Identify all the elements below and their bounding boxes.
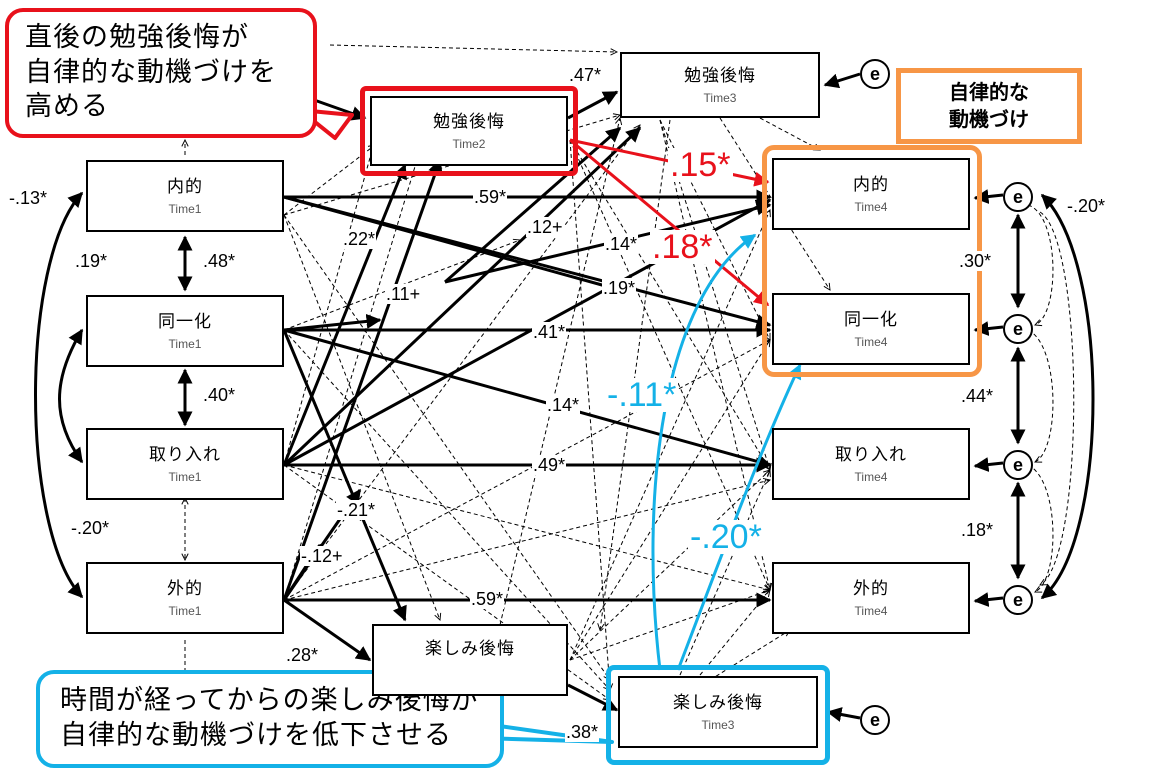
node-label: 取り入れ [149, 444, 221, 465]
coef-identified-to-fun-regret: -.21* [336, 500, 377, 520]
node-intrinsic-time4: 内的 Time4 [772, 158, 970, 230]
node-time: Time1 [168, 201, 202, 216]
node-time: Time4 [854, 603, 888, 618]
coef-external-to-fun-regret-t2: .28* [285, 645, 320, 665]
node-label: 内的 [853, 174, 889, 195]
callout-top-line1: 直後の勉強後悔が [25, 22, 249, 54]
coef-fun-regret-t2-to-t3: .38* [565, 722, 600, 742]
node-label: 内的 [167, 176, 203, 197]
coef-intrinsic-t1-to-identified-t4: .19* [602, 278, 637, 298]
coef-resid-corr-intrinsic-external-t4: -.20* [1066, 196, 1107, 216]
node-time: Time3 [701, 717, 735, 732]
node-study-regret-time3: 勉強後悔 Time3 [620, 52, 820, 118]
coef-identified-t1-to-t4: .41* [532, 322, 567, 342]
node-introjected-time4: 取り入れ Time4 [772, 428, 970, 500]
coef-study-regret-to-intrinsic-t4: .15* [668, 146, 733, 184]
node-intrinsic-time1: 内的 Time1 [86, 160, 284, 232]
coef-identified-t1-to-introjected-t4: .14* [546, 395, 581, 415]
node-identified-time1: 同一化 Time1 [86, 295, 284, 367]
node-label: 外的 [853, 578, 889, 599]
coef-introjected-to-study-regret-t2: .22* [342, 229, 377, 249]
coef-resid-corr-introjected-external-t4: .18* [960, 520, 995, 540]
coef-corr-identified-external-t1: -.20* [70, 518, 111, 538]
coef-resid-corr-intrinsic-identified-t4: .30* [958, 251, 993, 271]
callout-bottom-line2: 自律的な動機づけを低下させる [60, 720, 452, 751]
error-term-study-regret-time3: e [860, 59, 890, 89]
highlight-fun-regret-time3 [606, 665, 830, 765]
node-time: Time1 [168, 469, 202, 484]
coef-fun-regret-to-identified-t4: -.20* [688, 518, 764, 556]
error-term-fun-regret-time3: e [860, 705, 890, 735]
node-fun-regret-time2: 楽しみ後悔 [372, 624, 568, 696]
coef-fun-regret-to-intrinsic-t4: -.11* [605, 376, 679, 414]
legend-autonomous-motivation: 自律的な 動機づけ [896, 68, 1082, 144]
node-fun-regret-time3: 楽しみ後悔 Time3 [618, 676, 818, 748]
node-study-regret-time2: 勉強後悔 Time2 [370, 96, 568, 166]
legend-line1: 自律的な [949, 80, 1029, 104]
node-external-time4: 外的 Time4 [772, 562, 970, 634]
highlight-study-regret-time2 [360, 86, 578, 176]
coef-intrinsic-t1-to-t4: .59* [473, 187, 508, 207]
coef-introjected-to-study-regret-t3: .12+ [526, 217, 564, 237]
error-term-identified-time4: e [1003, 314, 1033, 344]
node-label: 取り入れ [835, 444, 907, 465]
coef-identified-to-study-regret: .11+ [385, 284, 422, 304]
node-label: 同一化 [158, 311, 212, 332]
coef-introjected-to-intrinsic-t4: .14* [604, 234, 639, 254]
coef-external-t1-to-t4: .59* [470, 589, 505, 609]
error-term-external-time4: e [1003, 585, 1033, 615]
node-introjected-time1: 取り入れ Time1 [86, 428, 284, 500]
node-time: Time3 [703, 90, 737, 105]
callout-top: 直後の勉強後悔が 自律的な動機づけを 高める [5, 8, 317, 138]
coef-study-regret-to-identified-t4: .18* [650, 228, 715, 266]
callout-top-line2: 自律的な動機づけを [25, 56, 277, 88]
legend-line2: 動機づけ [949, 107, 1029, 131]
error-term-introjected-time4: e [1003, 450, 1033, 480]
coef-study-regret-t2-to-t3: .47* [568, 65, 603, 85]
coef-corr-intrinsic-introjected-t1: .19* [74, 251, 109, 271]
coef-corr-intrinsic-external-t1: -.13* [8, 188, 49, 208]
node-time: Time4 [854, 199, 888, 214]
node-time: Time4 [854, 334, 888, 349]
node-time: Time1 [168, 336, 202, 351]
node-label: 同一化 [844, 309, 898, 330]
node-label: 勉強後悔 [433, 111, 505, 132]
node-identified-time4: 同一化 Time4 [772, 293, 970, 365]
error-term-intrinsic-time4: e [1003, 182, 1033, 212]
coef-introjected-t1-to-t4: .49* [532, 455, 567, 475]
node-label: 楽しみ後悔 [673, 692, 763, 713]
node-external-time1: 外的 Time1 [86, 562, 284, 634]
node-time: Time1 [168, 603, 202, 618]
node-label: 外的 [167, 578, 203, 599]
coef-corr-identified-introjected-t1: .40* [202, 385, 237, 405]
coef-corr-intrinsic-identified-t1: .48* [202, 251, 237, 271]
node-time: Time2 [452, 136, 486, 151]
coef-resid-corr-identified-introjected-t4: .44* [960, 386, 995, 406]
coef-external-to-fun-regret-t3: -.12+ [300, 546, 344, 566]
callout-top-line3: 高める [25, 91, 109, 123]
node-time: Time4 [854, 469, 888, 484]
node-label: 勉強後悔 [684, 65, 756, 86]
node-label: 楽しみ後悔 [425, 639, 515, 659]
